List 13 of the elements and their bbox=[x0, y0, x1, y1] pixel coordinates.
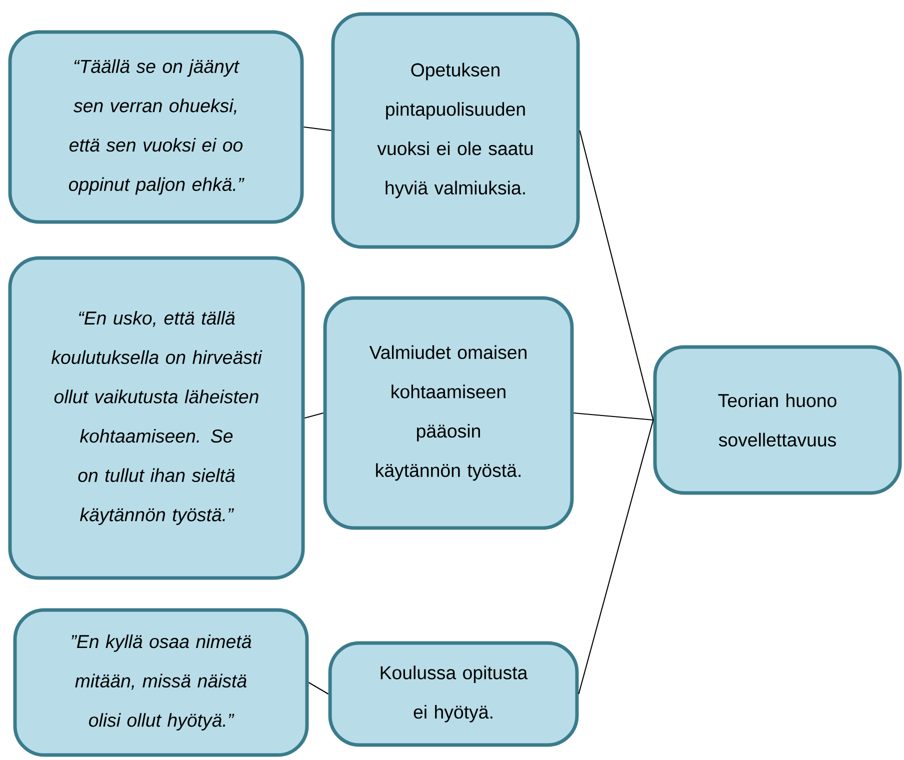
connector-line bbox=[578, 420, 654, 694]
theme-box: Opetuksen pintapuolisuuden vuoksi ei ole saatu hyviä valmiuksia. bbox=[331, 12, 580, 249]
connector-line bbox=[574, 412, 654, 421]
quote-box: “Täällä se on jäänyt sen verran ohueksi, että sen vuoksi ei oo oppinut paljon ehkä.” bbox=[8, 30, 304, 224]
quote-box: ”En kyllä osaa nimetä mitään, missä näistä olisi ollut hyötyä.” bbox=[13, 608, 309, 757]
theme-box: Koulussa opitusta ei hyötyä. bbox=[328, 641, 579, 747]
connector-line bbox=[308, 682, 329, 694]
connector-line bbox=[579, 130, 654, 420]
connector-line bbox=[304, 412, 324, 418]
connector-line bbox=[304, 126, 332, 132]
quote-box: “En usko, että tällä koulutuksella on hirveästi ollut vaikutusta läheisten kohtaamiseen. Se on tullut ihan sieltä käytännön työstä.” bbox=[8, 256, 305, 580]
main-theme-box: Teorian huono sovellettavuus bbox=[653, 345, 902, 495]
theme-box: Valmiudet omaisen kohtaamiseen pääosin käytännön työstä. bbox=[323, 296, 574, 530]
